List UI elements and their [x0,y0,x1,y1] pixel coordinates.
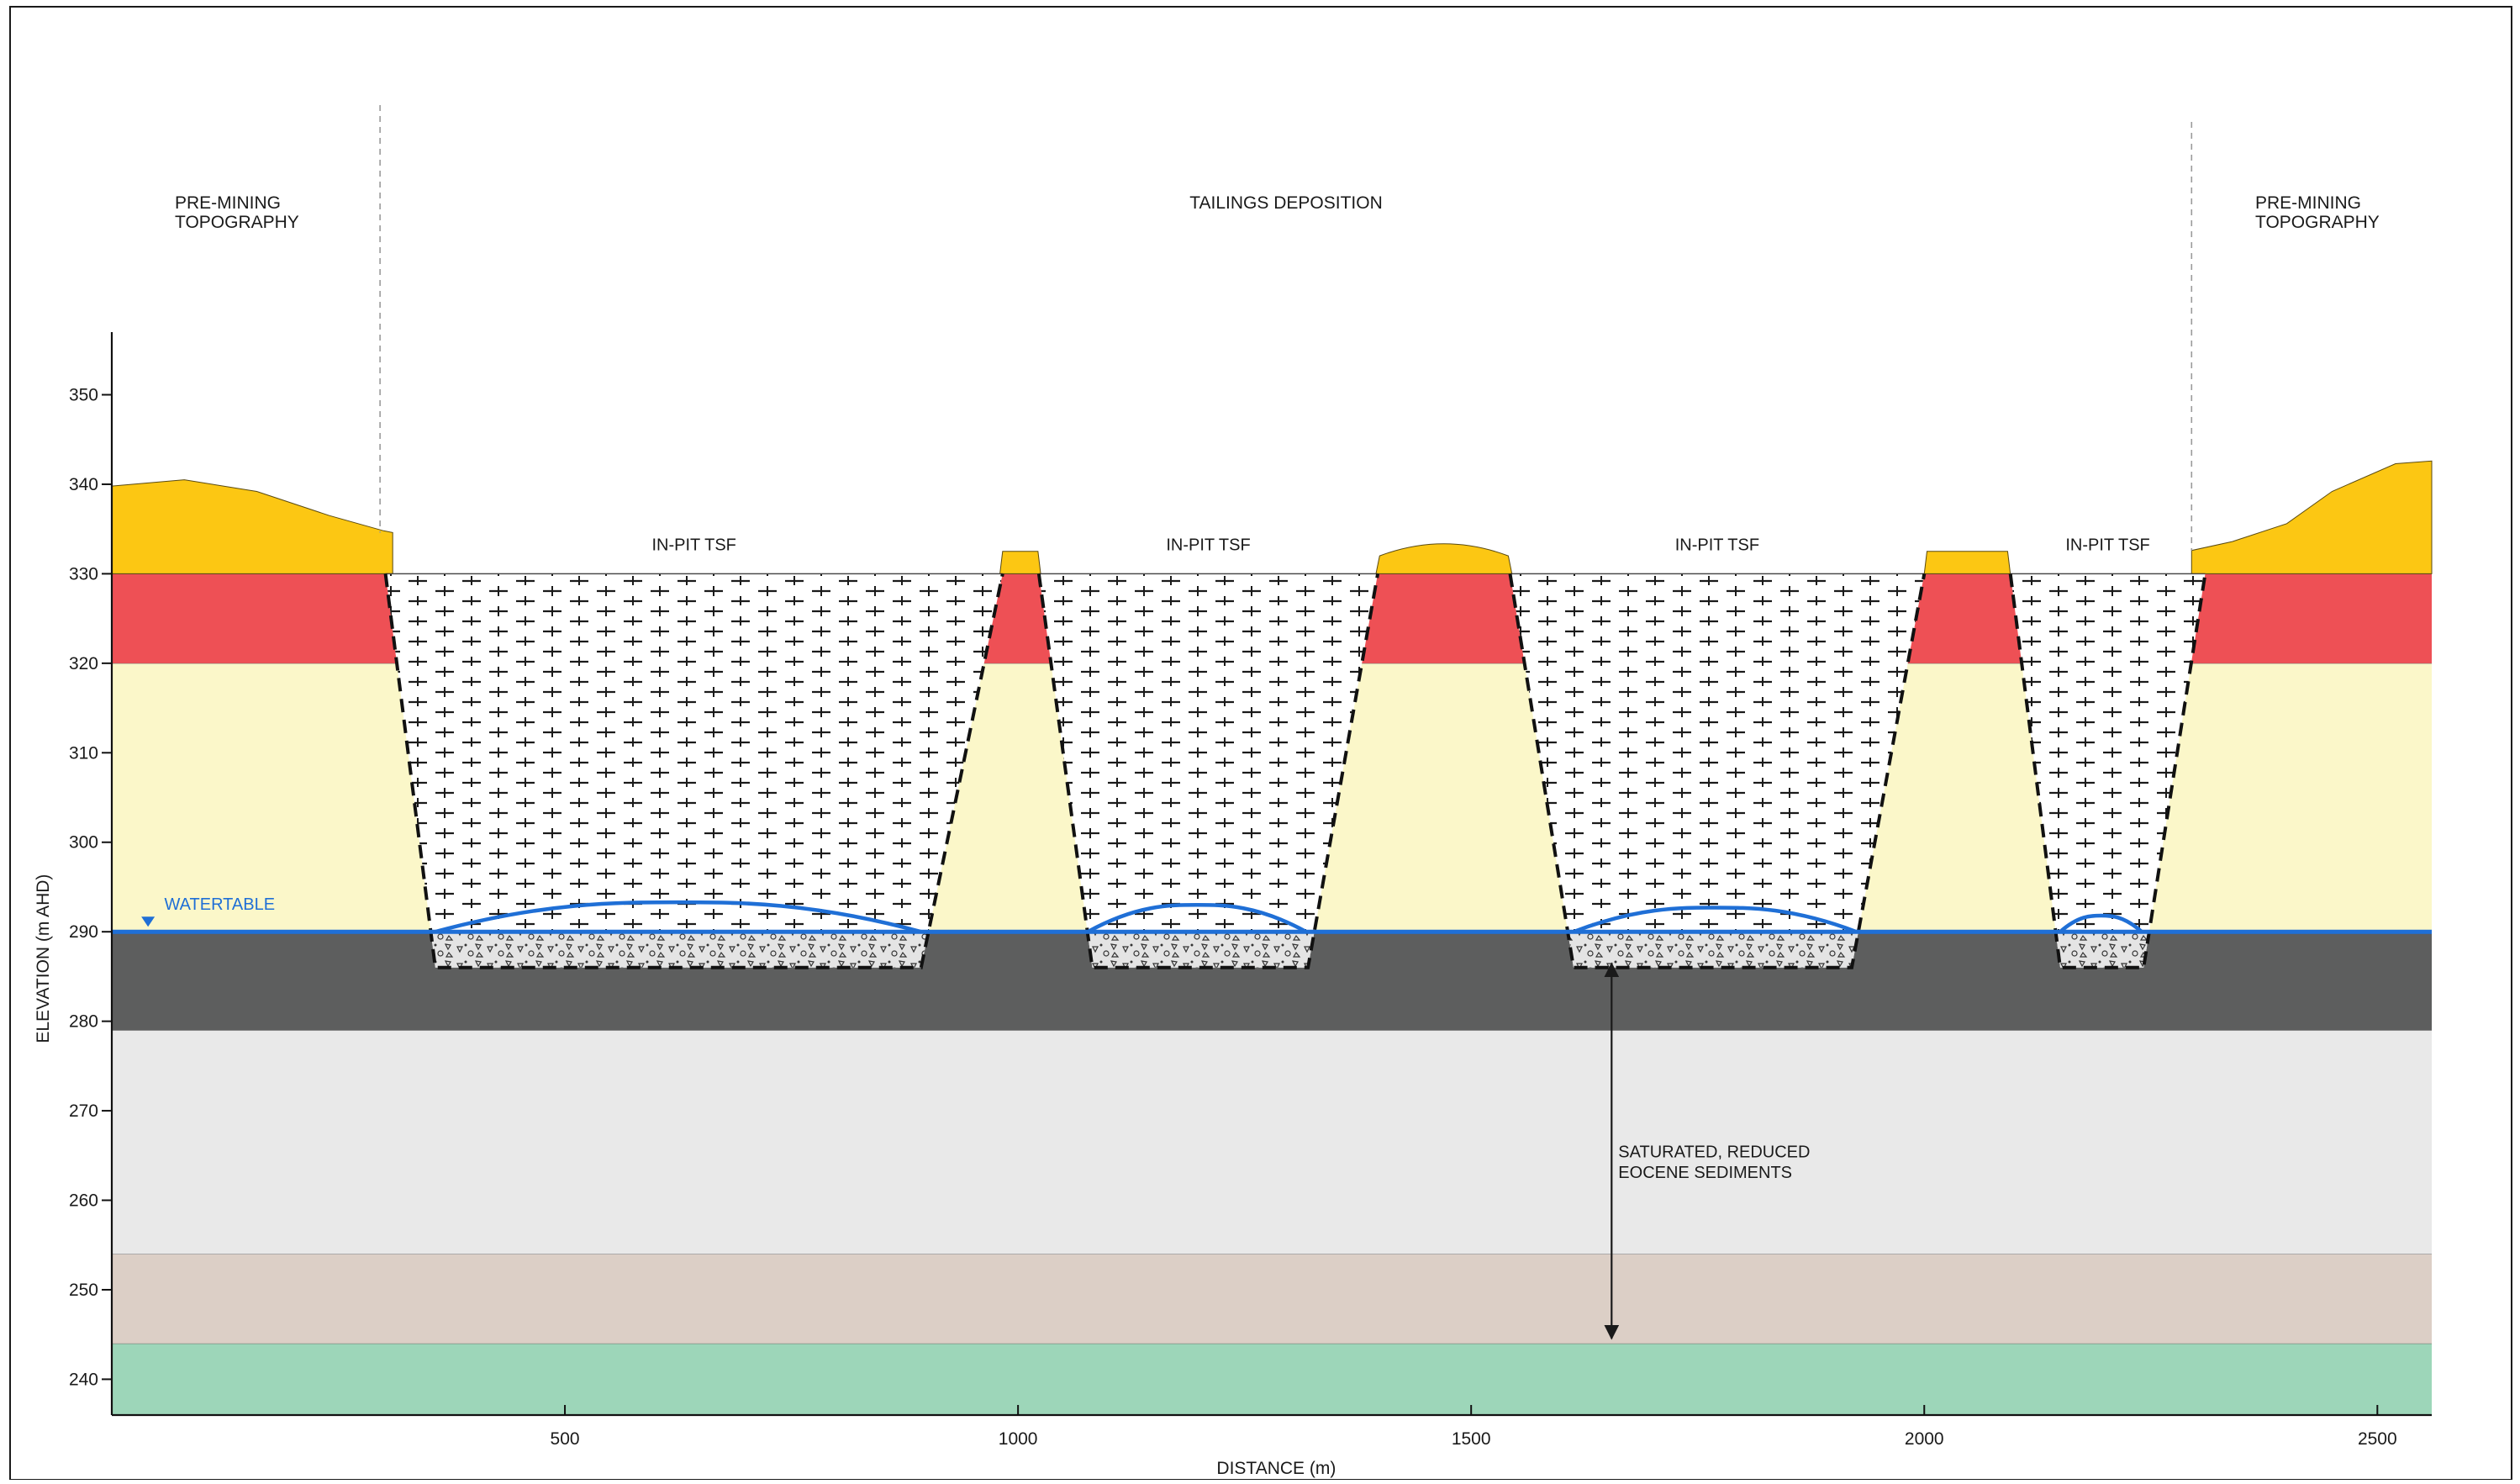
watertable-label: WATERTABLE [165,895,276,914]
pit-wall-2 [1036,573,1380,969]
y-tick-label-12: 350 [69,386,98,405]
topsoil-right [2191,460,2433,574]
y-tick-label-7: 300 [69,833,98,853]
y-tick-label-8: 310 [69,743,98,763]
pit-label-2: IN-PIT TSF [1166,536,1250,554]
y-tick-label-6: 290 [69,922,98,942]
pit-wall-4 [2008,573,2207,969]
stratum-layer-2 [112,1254,2432,1344]
y-tick-label-5: 280 [69,1012,98,1032]
groundwater-mound-4 [2059,913,2143,933]
tailings-2 [1038,573,1379,968]
y-tick-label-3: 260 [69,1191,98,1211]
tailings-1 [385,573,1003,968]
basal-gravel-1 [430,932,929,968]
ridge-topsoil-2 [1375,543,1513,574]
y-axis-title: ELEVATION (m AHD) [34,874,53,1043]
x-tick-label-4: 2000 [1905,1429,1944,1449]
y-tick-label-11: 340 [69,475,98,494]
y-tick-label-9: 320 [69,654,98,673]
groundwater-mound-3 [1573,906,1858,934]
annotation-line1: SATURATED, REDUCED [1618,1143,1810,1161]
pit-label-1: IN-PIT TSF [652,536,736,554]
y-tick-label-1: 240 [69,1370,98,1389]
x-tick-label-5: 2500 [2358,1429,2397,1449]
pre-mining-topography [111,460,2433,574]
x-axis-title: DISTANCE (m) [1216,1459,1336,1478]
groundwater-mound-1 [435,900,922,934]
pit-wall-3 [1508,573,1927,969]
left-premining-label-line2: TOPOGRAPHY [175,213,299,232]
watertable-group [112,900,2432,934]
x-tick-label-3: 1500 [1452,1429,1491,1449]
stratum-layer-3 [112,1030,2432,1254]
pit-label-3: IN-PIT TSF [1675,536,1759,554]
tailings-4 [2010,573,2206,968]
y-tick-label-4: 270 [69,1101,98,1121]
stratum-layer-1 [112,1343,2432,1415]
in-pit-tsf-group [383,573,2207,969]
tailings-3 [1510,573,1925,968]
pit-separating-ridges [999,543,2011,574]
groundwater-mound-2 [1087,903,1308,934]
tailings-deposition-label: TAILINGS DEPOSITION [1189,193,1382,213]
ridge-topsoil-3 [1923,551,2011,574]
annotation-line2: EOCENE SEDIMENTS [1618,1164,1792,1182]
x-tick-label-2: 1000 [999,1429,1038,1449]
axes: 500 1000 1500 2000 2500 240 250 260 270 280 290 300… [69,332,2432,1449]
topsoil-left [111,479,393,574]
pit-label-4: IN-PIT TSF [2065,536,2149,554]
ridge-topsoil-1 [999,551,1041,574]
left-premining-label-line1: PRE-MINING [175,193,281,213]
right-premining-label-line1: PRE-MINING [2255,193,2361,213]
basal-gravel-3 [1568,932,1858,968]
watertable-icon [141,916,156,927]
right-premining-label-line2: TOPOGRAPHY [2255,213,2380,232]
basal-gravel-4 [2055,932,2149,968]
y-tick-label-2: 250 [69,1281,98,1300]
y-tick-label-10: 330 [69,564,98,584]
pit-wall-1 [383,573,1004,969]
basal-gravel-2 [1087,932,1315,968]
x-tick-label-1: 500 [551,1429,580,1449]
